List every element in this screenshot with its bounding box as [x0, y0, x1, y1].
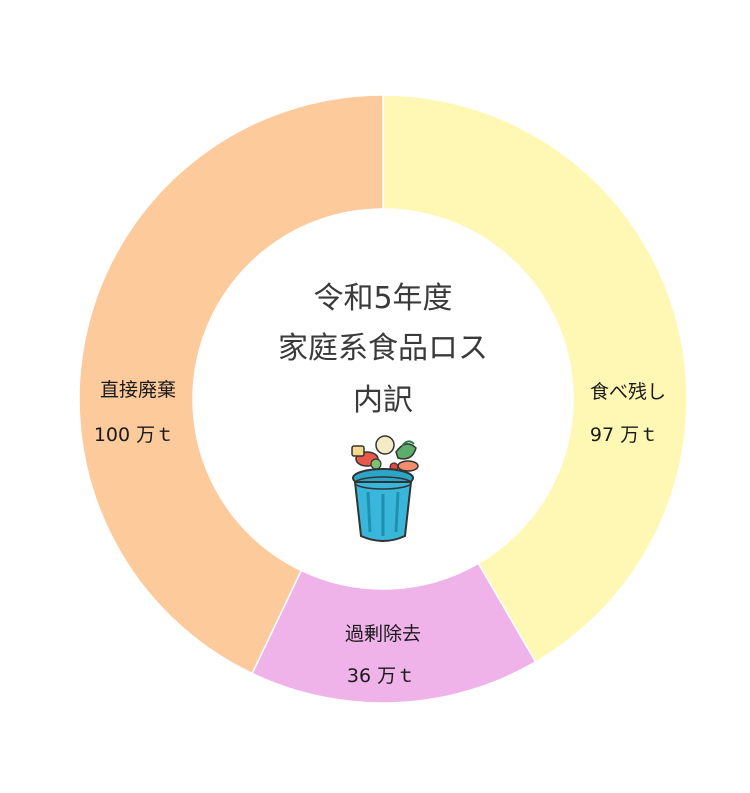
chart-center: 令和5年度 家庭系食品ロス 内訳: [278, 281, 488, 542]
center-title-line-3: 内訳: [353, 383, 413, 418]
segment-value-excess-removal: 36 万ｔ: [347, 665, 415, 687]
center-title-line-2: 家庭系食品ロス: [278, 331, 488, 366]
center-title-line-1: 令和5年度: [313, 281, 452, 316]
slice-leftover: [382, 94, 688, 663]
slice-direct-disposal: [78, 94, 384, 675]
segment-labels: 食べ残し 97 万ｔ 過剰除去 36 万ｔ 直接廃棄 100 万ｔ: [94, 379, 666, 687]
segment-value-direct-disposal: 100 万ｔ: [94, 424, 174, 446]
segment-value-leftover: 97 万ｔ: [590, 424, 658, 446]
trash-can-with-food-icon: [351, 435, 419, 542]
donut-slices: [78, 94, 688, 704]
segment-label-leftover: 食べ残し: [590, 381, 666, 403]
segment-label-direct-disposal: 直接廃棄: [100, 379, 176, 401]
segment-label-excess-removal: 過剰除去: [345, 623, 421, 645]
